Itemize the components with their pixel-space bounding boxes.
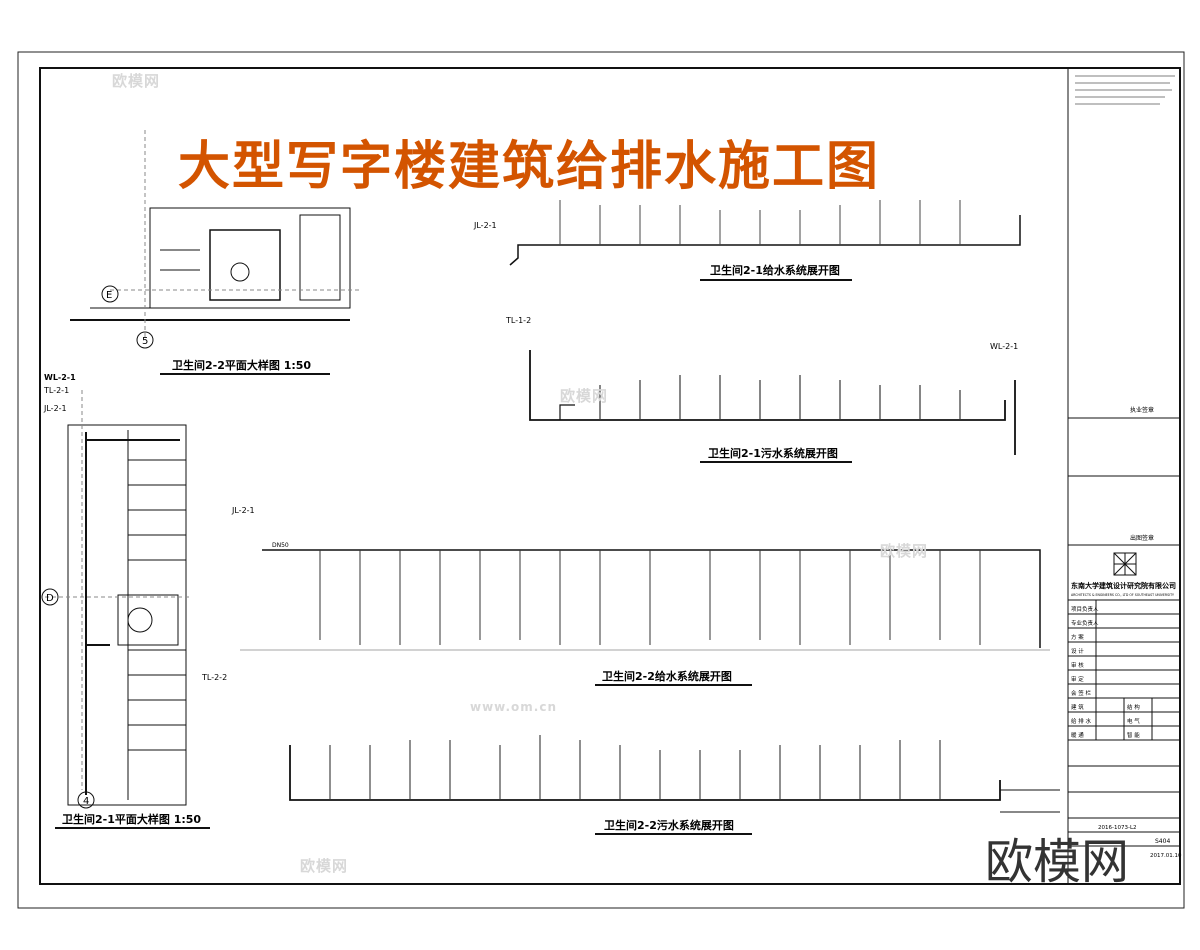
sewage-2-2-diagram [289,735,1060,813]
row-5: 审 定 [1071,675,1084,683]
supply-2-2-dn-label: DN50 [272,542,289,549]
plan-2-2 [70,130,360,349]
sewage-2-1-vent-label: TL-1-2 [505,316,531,325]
row-12: 智 能 [1127,731,1140,739]
company-name-en: ARCHITECTS & ENGINEERS CO., LTD OF SOUTH… [1071,593,1174,597]
watermark-3: 欧模网 [880,542,929,560]
axis-label-d: D [46,593,54,604]
project-no: 2016-1073-L2 [1098,825,1137,831]
watermark-4: 欧模网 [300,857,349,875]
axis-bubble-d [41,588,59,606]
axis-bubble-e [101,285,119,303]
title-block [1067,68,1180,884]
row-1: 专业负责人 [1071,619,1099,627]
jl-2-1-label-left: JL-2-1 [43,404,67,413]
sewage-2-1-stack-label: WL-2-1 [990,342,1018,351]
row-6: 会 签 栏 [1071,689,1091,697]
tl-2-2-label: TL-2-2 [201,673,227,682]
supply-2-1-riser-label: JL-2-1 [473,221,497,230]
axis-label-4: 4 [83,796,89,807]
supply-2-2-title: 卫生间2-2给水系统展开图 [602,669,732,683]
stamp-b: 出图签章 [1130,534,1154,542]
supply-2-2-riser-label: JL-2-1 [231,506,255,515]
row-10: 电 气 [1127,717,1140,725]
stamp-a: 执业签章 [1130,406,1154,414]
title-block-grid [1068,600,1180,847]
supply-2-1-diagram [509,200,1021,266]
row-2: 方 案 [1071,633,1084,641]
company-logo [1113,552,1137,576]
main-title: 大型写字楼建筑给排水施工图 [178,137,881,197]
watermark-2: 欧模网 [560,387,609,405]
row-11: 暖 通 [1071,731,1084,739]
axis-label-e: E [106,290,112,301]
row-8: 结 构 [1127,703,1140,711]
brand-mark: 欧模网 [985,834,1130,890]
outer-border [17,51,1185,909]
watermark-1: 欧模网 [112,72,161,90]
row-0: 项目负责人 [1071,605,1099,613]
row-4: 审 核 [1071,661,1084,669]
watermark-url: www.om.cn [470,700,558,714]
supply-2-2-diagram [240,549,1050,651]
sewage-2-1-diagram [529,350,1016,455]
sewage-2-1-title: 卫生间2-1污水系统展开图 [708,446,838,460]
wl-2-1-label: WL-2-1 [44,373,76,382]
sewage-2-2-title: 卫生间2-2污水系统展开图 [604,818,734,832]
axis-bubble-4 [77,791,95,809]
issue-date: 2017.01.10 [1150,853,1182,859]
plan-2-1 [41,390,190,809]
axis-label-5: 5 [142,336,148,347]
axis-bubble-5 [136,331,154,349]
tl-2-1-label: TL-2-1 [43,386,69,395]
row-9: 给 排 水 [1071,717,1091,725]
row-3: 设 计 [1071,647,1084,655]
row-7: 建 筑 [1071,703,1084,711]
notes-text-lines [1075,75,1175,105]
supply-2-1-title: 卫生间2-1给水系统展开图 [710,263,840,277]
plan-2-1-title: 卫生间2-1平面大样图 1:50 [62,812,201,826]
sheet-no: S404 [1155,838,1170,845]
plan-2-2-title: 卫生间2-2平面大样图 1:50 [172,358,311,372]
company-name: 东南大学建筑设计研究院有限公司 [1071,581,1176,590]
stall-rows [128,459,186,751]
